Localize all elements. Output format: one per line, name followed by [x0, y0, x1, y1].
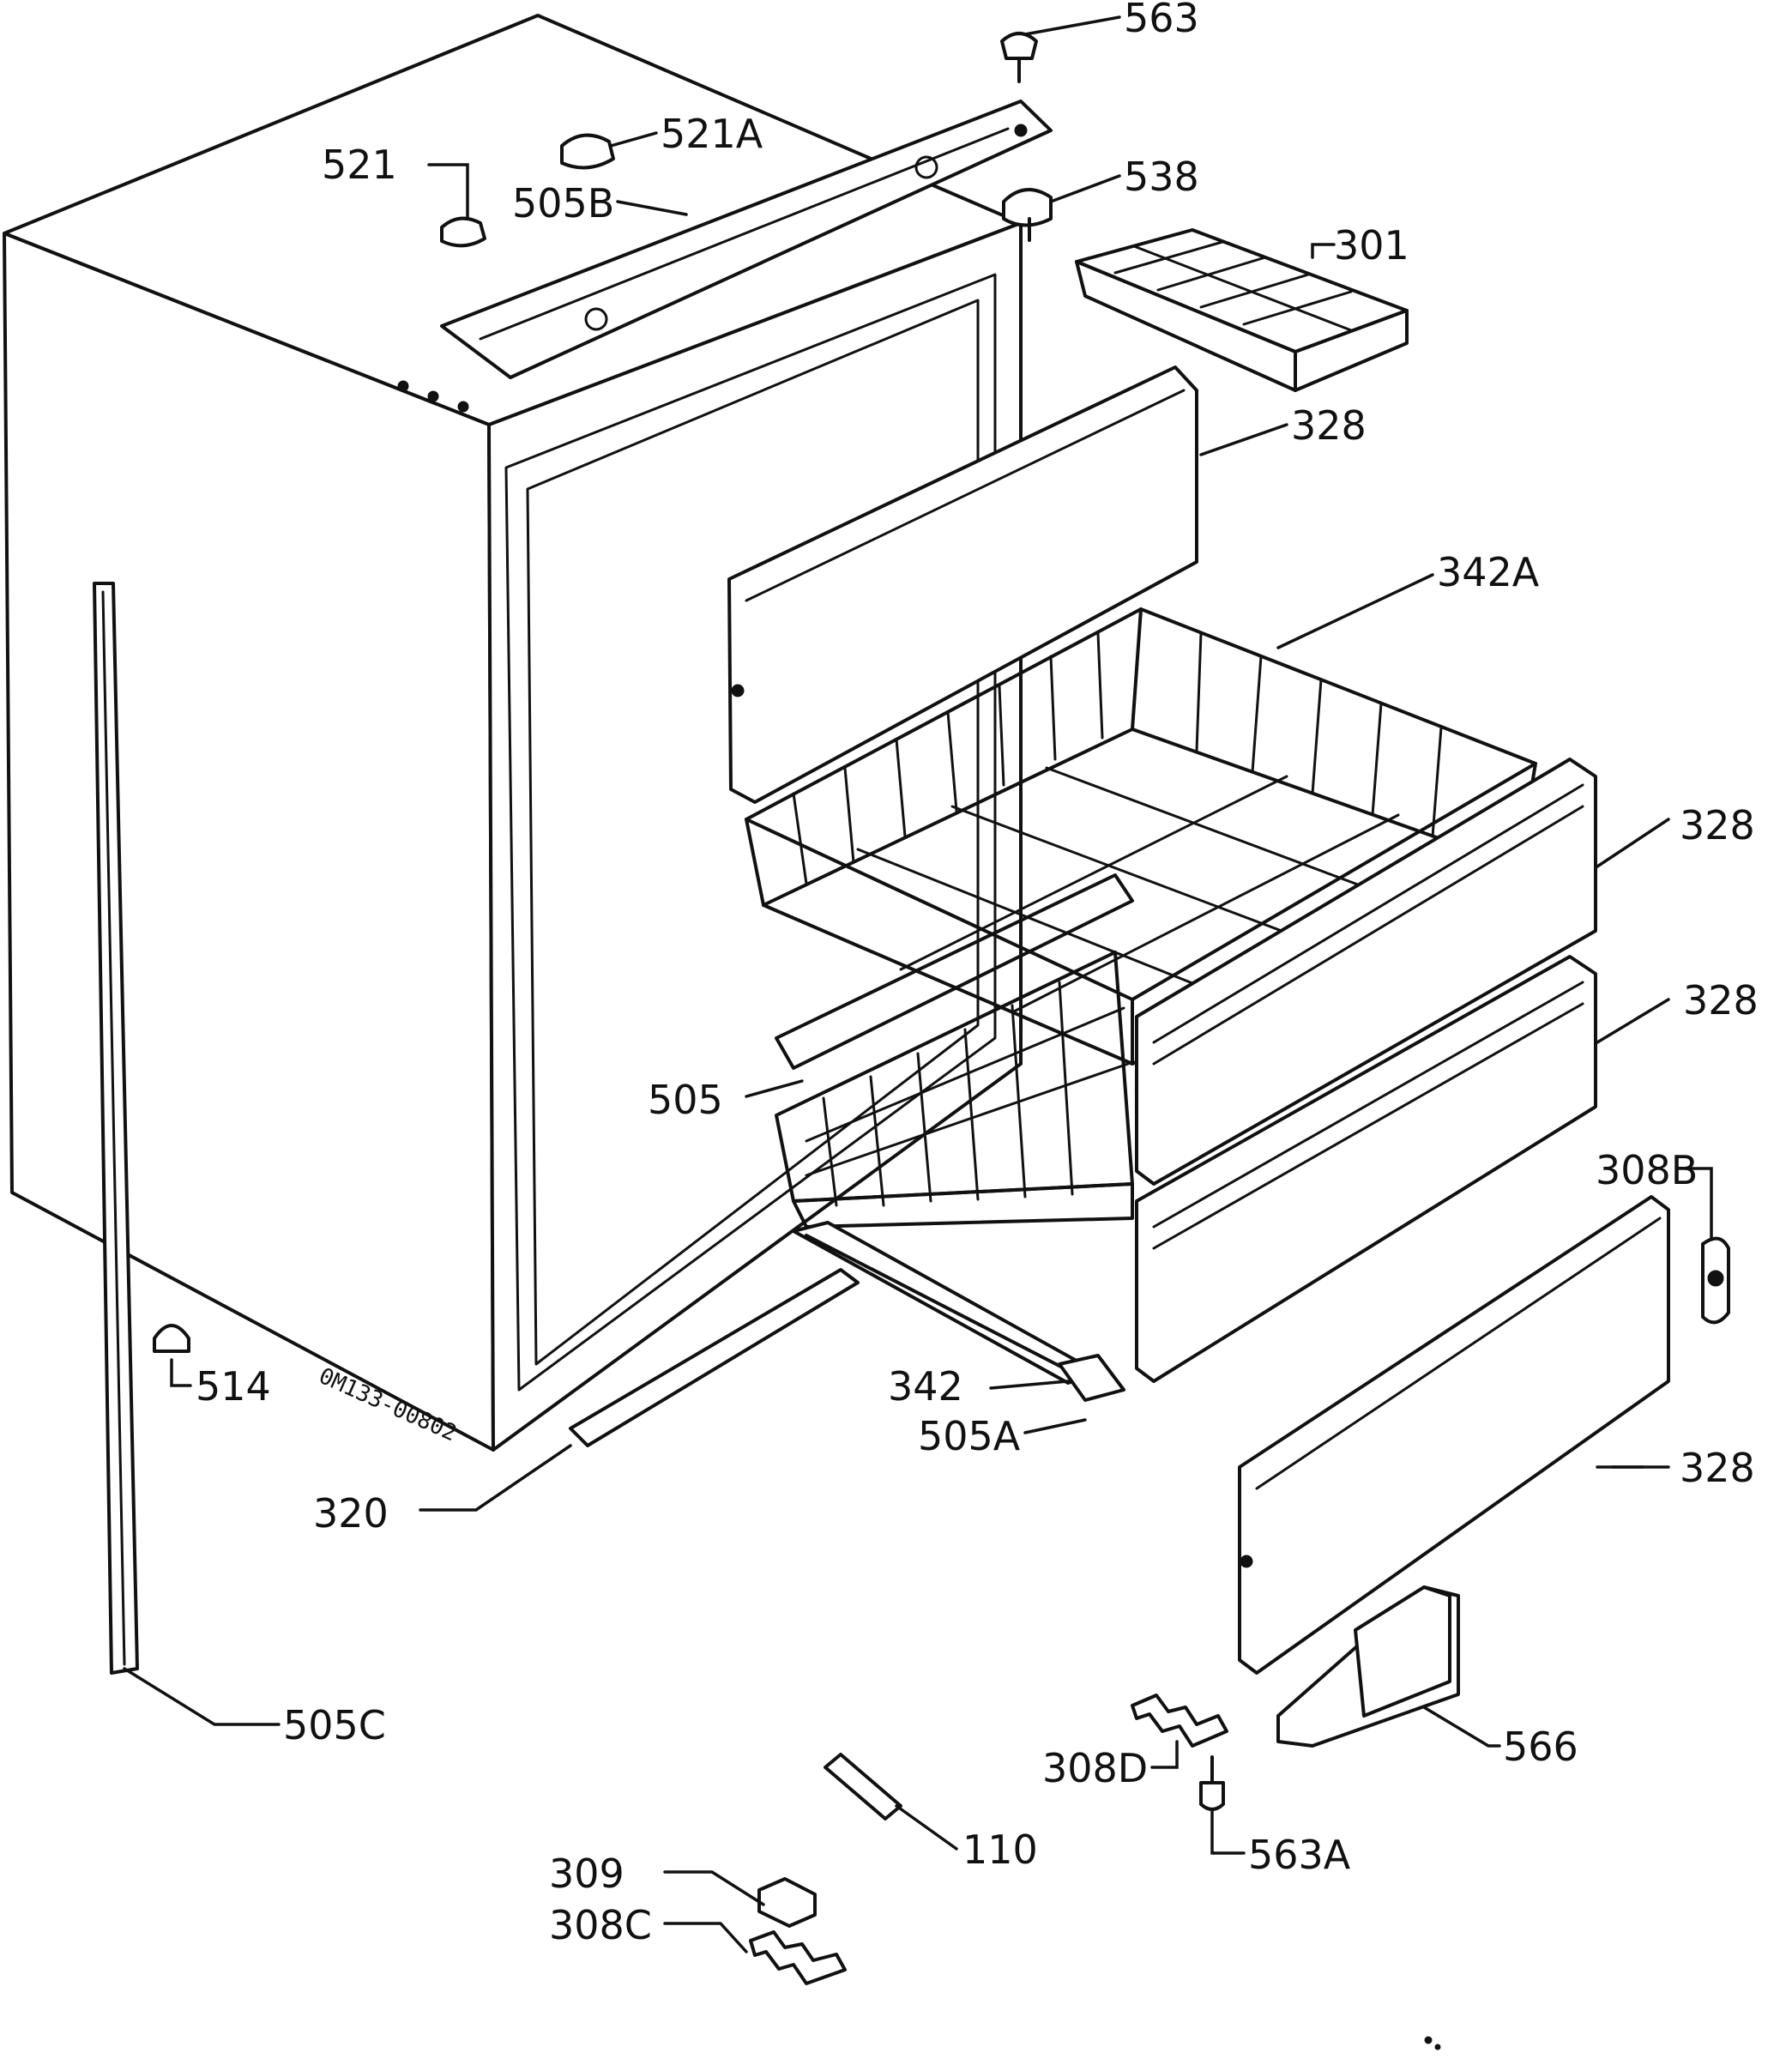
hinge-308b: [1701, 1236, 1730, 1325]
label-566: 566: [1503, 1724, 1578, 1770]
label-320: 320: [313, 1490, 389, 1537]
lower-basket: [775, 873, 1134, 1229]
block-309: [757, 1877, 817, 1928]
label-521a: 521A: [661, 111, 763, 157]
gasket-strip: [93, 582, 139, 1675]
label-538: 538: [1124, 154, 1199, 200]
label-309: 309: [549, 1851, 624, 1897]
flap-middle: [1135, 758, 1597, 1186]
runner-505a: [1058, 1354, 1125, 1402]
label-563a: 563A: [1248, 1832, 1351, 1878]
label-308b: 308B: [1596, 1147, 1698, 1193]
part-labels: 563 521A 521 505B 538 301 328 342A 328 3…: [196, 0, 1759, 1948]
label-110: 110: [962, 1827, 1038, 1873]
door-panel: [1238, 1195, 1670, 1675]
label-505a: 505A: [918, 1413, 1021, 1459]
cap-521a: [560, 133, 615, 170]
label-521: 521: [322, 142, 397, 188]
label-308d: 308D: [1042, 1745, 1148, 1791]
runner-342: [792, 1221, 1100, 1385]
foot-514: [153, 1324, 190, 1353]
hinge-pin-538: [1002, 188, 1053, 242]
scan-speck: [1424, 2036, 1441, 2050]
label-308c: 308C: [549, 1902, 652, 1948]
label-342a: 342A: [1437, 549, 1540, 595]
leader-lines: [123, 15, 1713, 1953]
cap-521: [440, 216, 486, 248]
screw-563a: [1199, 1755, 1225, 1811]
label-505b: 505B: [512, 180, 614, 226]
screw-563: [1000, 32, 1038, 83]
label-563: 563: [1124, 0, 1199, 41]
label-505c: 505C: [283, 1702, 386, 1748]
flap-top: [727, 365, 1198, 804]
label-301: 301: [1334, 222, 1409, 269]
spring-110: [824, 1753, 902, 1820]
label-328-lower: 328: [1683, 977, 1759, 1023]
bracket-308d: [1131, 1694, 1228, 1748]
label-328-top: 328: [1291, 402, 1367, 449]
ice-tray: [1075, 228, 1409, 392]
flap-lower: [1135, 955, 1597, 1383]
label-514: 514: [196, 1363, 271, 1410]
top-hinge-bar: [440, 100, 1053, 379]
label-342: 342: [888, 1363, 963, 1410]
bracket-308c: [749, 1930, 847, 1985]
handle-566: [1276, 1585, 1460, 1748]
label-328-door: 328: [1680, 1445, 1755, 1491]
label-505: 505: [648, 1077, 723, 1123]
label-328-middle: 328: [1680, 802, 1755, 848]
runner-320: [569, 1268, 860, 1447]
